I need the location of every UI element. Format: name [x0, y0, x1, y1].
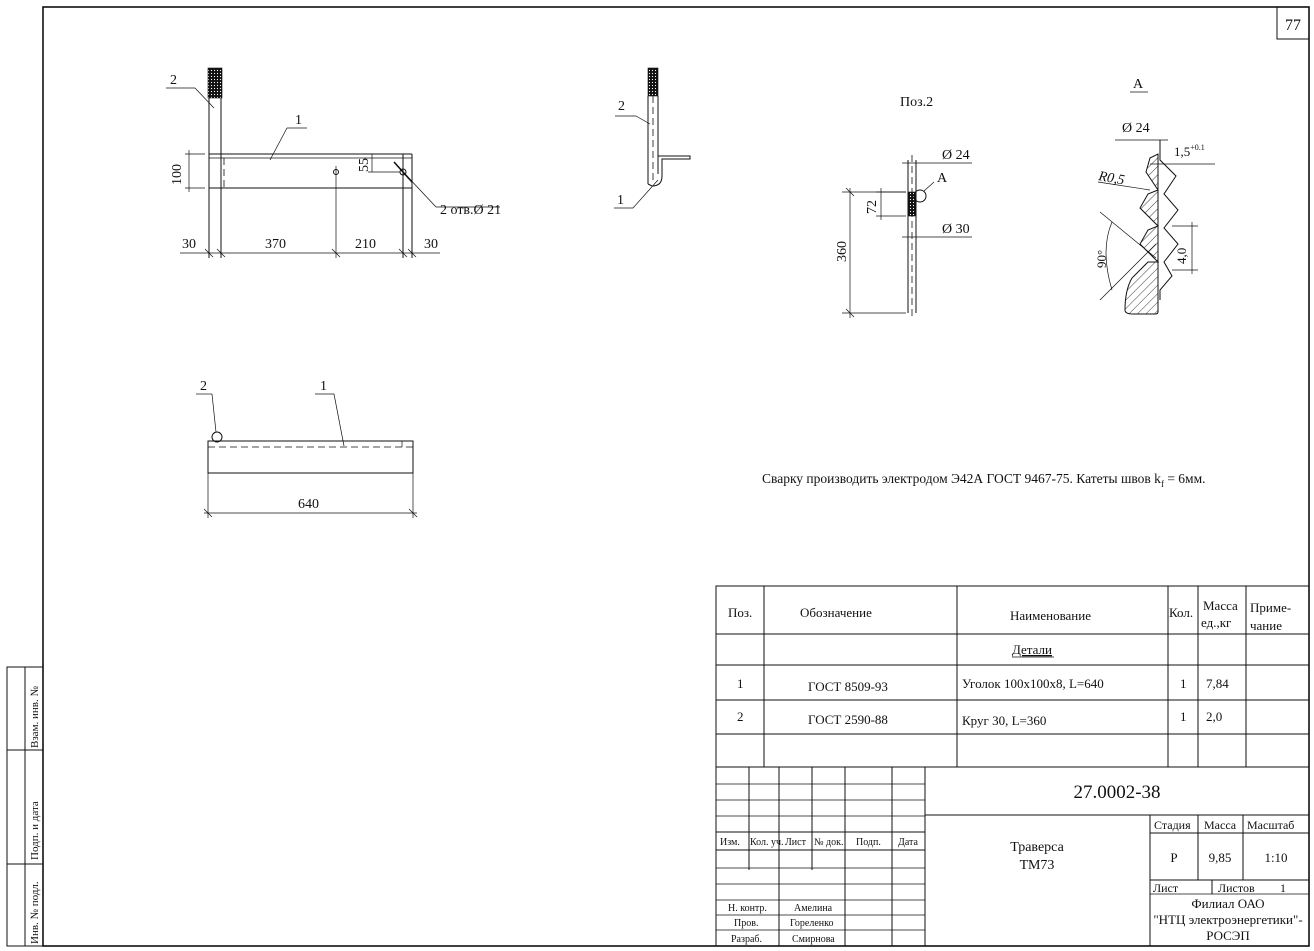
spec-row-2-qty: 1 [1180, 709, 1187, 724]
dim-pitch: 4,0 [1174, 248, 1189, 264]
holes-label: 2 отв.Ø 21 [440, 203, 501, 218]
dim-360: 360 [835, 241, 850, 262]
welding-note-tail: = 6мм. [1164, 471, 1206, 486]
dim-r05: R0,5 [1096, 169, 1125, 188]
spec-section-title: Детали [1012, 642, 1052, 657]
col-header-doc: № док. [814, 837, 844, 848]
drawing-title-2: ТМ73 [1020, 858, 1055, 873]
spec-header-mass-1: Масса [1203, 598, 1238, 613]
dim-step: 1,5+0.1 [1174, 143, 1205, 159]
welding-note-main: Сварку производить электродом Э42А ГОСТ … [762, 471, 1161, 486]
sheet-number: 77 [1285, 17, 1301, 34]
spec-header-name: Наименование [1010, 608, 1091, 623]
spec-row-1-designation: ГОСТ 8509-93 [808, 679, 888, 694]
spec-header-note-2: чание [1250, 618, 1282, 633]
pos2-detail: Поз.2 А Ø 24 Ø 30 72 360 [835, 95, 972, 318]
side-view: 2 1 [614, 67, 691, 209]
spec-header-pos: Поз. [728, 605, 752, 620]
role-n-kontr: Н. контр. [728, 903, 767, 914]
col-header-kol-uch: Кол. уч. [750, 837, 784, 848]
spec-header-designation: Обозначение [800, 605, 872, 620]
name-n-kontr: Амелина [794, 903, 833, 914]
spec-header-qty: Кол. [1169, 605, 1193, 620]
spec-row-2-designation: ГОСТ 2590-88 [808, 712, 888, 727]
view-a-title: А [1133, 77, 1144, 92]
col-header-data: Дата [898, 837, 918, 848]
spec-row-2-mass: 2,0 [1206, 709, 1222, 724]
name-prov: Гореленко [790, 918, 833, 929]
title-block: Изм. Кол. уч. Лист № док. Подп. Дата Н. … [715, 766, 1310, 947]
sheets-value: 1 [1280, 881, 1286, 895]
dim-angle: 90° [1094, 250, 1109, 268]
dim-100: 100 [170, 164, 185, 185]
dim-210: 210 [355, 237, 376, 252]
dim-55: 55 [357, 158, 372, 172]
role-razrab: Разраб. [731, 934, 762, 945]
side-stamp-podp: Подп. и дата [29, 801, 41, 860]
org-line-3: РОСЭП [1206, 928, 1250, 943]
spec-table: Поз. Обозначение Наименование Кол. Масса… [715, 585, 1310, 768]
scale-value: 1:10 [1264, 850, 1287, 865]
spec-row-2-name: Круг 30, L=360 [962, 713, 1046, 728]
spec-header-note-1: Приме- [1250, 600, 1291, 615]
table-row: 2 ГОСТ 2590-88 Круг 30, L=360 1 2,0 [737, 709, 1222, 728]
col-header-list: Лист [785, 837, 807, 848]
side-stamp-inv: Инв. № подл. [29, 881, 41, 944]
spec-header-mass-2: ед.,кг [1201, 615, 1231, 630]
pos-label-2: 2 [170, 73, 177, 88]
stage-label: Стадия [1154, 818, 1191, 832]
dim-370: 370 [265, 237, 286, 252]
top-view: 2 1 640 [196, 379, 418, 518]
welding-note: Сварку производить электродом Э42А ГОСТ … [762, 471, 1206, 489]
dim-step-tolerance: +0.1 [1190, 143, 1205, 152]
document-code: 27.0002-38 [1073, 782, 1160, 803]
side-stamp-vzam: Взам. инв. № [29, 686, 41, 748]
spec-row-1-name: Уголок 100х100х8, L=640 [962, 676, 1104, 691]
side-pos-label-2: 2 [618, 99, 625, 114]
sheet-label: Лист [1153, 881, 1179, 895]
side-stamp: Взам. инв. № Подп. и дата Инв. № подл. [6, 666, 44, 947]
dim-72: 72 [865, 200, 880, 214]
role-prov: Пров. [734, 918, 758, 929]
stage-value: Р [1170, 850, 1177, 865]
dim-dia24-pos2: Ø 24 [942, 148, 970, 163]
org-line-1: Филиал ОАО [1191, 896, 1264, 911]
sheet-frame: 77 [42, 6, 1310, 947]
table-row: 1 ГОСТ 8509-93 Уголок 100х100х8, L=640 1… [737, 676, 1229, 694]
pos2-title: Поз.2 [900, 95, 933, 110]
dim-30-right: 30 [424, 237, 438, 252]
view-a-detail: А Ø 24 1,5+0.1 R0,5 4,0 90° [1094, 77, 1215, 315]
welding-note-sub: f [1161, 479, 1164, 489]
top-pos-label-1: 1 [320, 379, 327, 394]
spec-row-2-pos: 2 [737, 709, 744, 724]
spec-row-1-mass: 7,84 [1206, 676, 1229, 691]
mass-label: Масса [1204, 818, 1237, 832]
org-line-2: "НТЦ электроэнергетики"- [1153, 912, 1302, 927]
mass-value: 9,85 [1209, 850, 1232, 865]
col-header-izm: Изм. [720, 837, 740, 848]
scale-label: Масштаб [1247, 818, 1294, 832]
dim-30-left: 30 [182, 237, 196, 252]
dim-dia24-view-a: Ø 24 [1122, 121, 1150, 136]
dim-step-value: 1,5 [1174, 144, 1190, 159]
name-razrab: Смирнова [792, 934, 835, 945]
pos2-view-marker: А [937, 171, 948, 186]
spec-row-1-qty: 1 [1180, 676, 1187, 691]
side-pos-label-1: 1 [617, 193, 624, 208]
dim-640: 640 [298, 497, 319, 512]
front-view: 2 отв.Ø 21 2 1 100 55 30 370 210 30 [166, 67, 501, 258]
drawing-title-1: Траверса [1010, 840, 1064, 855]
pos-label-1: 1 [295, 113, 302, 128]
col-header-podp: Подп. [856, 837, 881, 848]
top-pos-label-2: 2 [200, 379, 207, 394]
spec-row-1-pos: 1 [737, 676, 744, 691]
sheets-label: Листов [1218, 881, 1255, 895]
dim-dia30: Ø 30 [942, 222, 970, 237]
